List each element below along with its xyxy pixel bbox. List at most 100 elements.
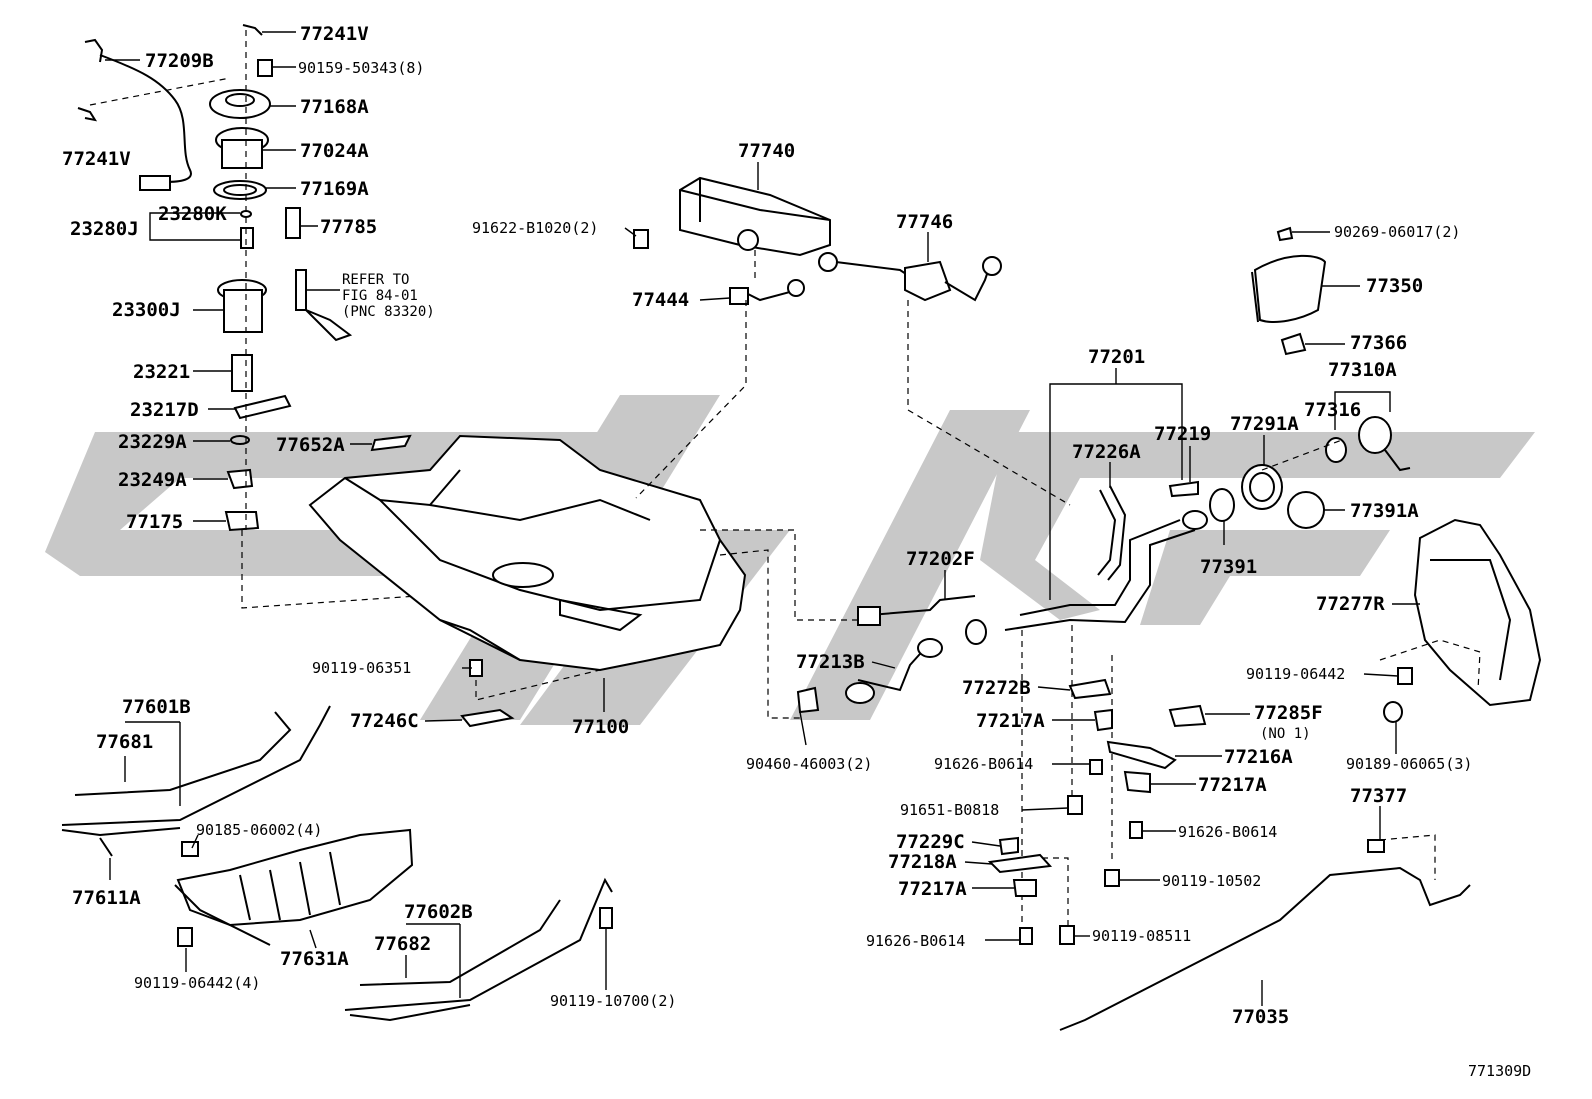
label-23229a: 23229A	[118, 431, 187, 453]
canister-group	[633, 176, 831, 499]
shield-ridge	[1430, 559, 1512, 681]
label-77175: 77175	[126, 511, 183, 533]
part-77175	[224, 511, 260, 532]
label-77272b: 77272B	[962, 677, 1031, 699]
part-23249a	[226, 468, 254, 490]
label-91651: 91651-B0818	[900, 801, 999, 819]
bracket-77246c	[460, 708, 515, 728]
gasket-inner	[223, 184, 257, 196]
protector-77631a	[176, 828, 414, 927]
label-23300j: 23300J	[112, 299, 181, 321]
clip-77241v-left	[77, 107, 98, 122]
label-77024a: 77024A	[300, 140, 369, 162]
hose-end-77444	[787, 279, 805, 297]
tube-connector	[139, 175, 171, 191]
hose-end-77213b-top	[917, 638, 943, 658]
fuel-pump-group	[77, 24, 521, 609]
valve-end-right	[982, 256, 1002, 276]
label-23280j: 23280J	[70, 218, 139, 240]
label-77209b: 77209B	[145, 50, 214, 72]
label-77217a-3: 77217A	[898, 878, 967, 900]
label-90119-10502: 90119-10502	[1162, 872, 1261, 890]
bolt-91626-3	[1019, 927, 1033, 945]
label-90119-08511: 90119-08511	[1092, 927, 1191, 945]
label-77631a: 77631A	[280, 948, 349, 970]
pin-77611a	[99, 837, 113, 857]
leader-lines	[105, 31, 1420, 1006]
retainer-77168a	[209, 89, 271, 119]
bracket-77377	[1367, 839, 1385, 853]
pad-77652a	[370, 434, 412, 452]
clamp-77217a-1	[1093, 708, 1113, 732]
pump-23221	[231, 354, 253, 392]
label-90119-06442-4: 90119-06442(4)	[134, 974, 260, 992]
seal-77391	[1209, 488, 1235, 522]
pump-body-lower	[223, 289, 263, 333]
dash-valve-filler	[907, 300, 1071, 506]
label-23217d: 23217D	[130, 399, 199, 421]
brackets-group	[987, 678, 1207, 945]
label-91626-1: 91626-B0614	[934, 755, 1033, 773]
label-77377: 77377	[1350, 785, 1407, 807]
band-77681	[74, 711, 292, 796]
bolt-90119-10700	[599, 907, 613, 929]
dash-clip	[89, 77, 231, 106]
pump-cap-body	[221, 139, 263, 169]
valve-end-left	[818, 252, 838, 272]
label-90185: 90185-06002(4)	[196, 821, 322, 839]
label-77213b: 77213B	[796, 651, 865, 673]
band-77601b-end	[61, 827, 181, 837]
gasket-77169a	[213, 180, 267, 200]
label-77601b: 77601B	[122, 696, 191, 718]
tank-pump-opening	[492, 562, 554, 588]
bolt-91626-2	[1129, 821, 1143, 839]
band-77682	[359, 899, 561, 986]
part-labels: 77241V 77209B 90159-50343(8) 77168A 7724…	[62, 23, 1531, 1080]
label-77746: 77746	[896, 211, 953, 233]
label-77310a: 77310A	[1328, 359, 1397, 381]
label-77168a: 77168A	[300, 96, 369, 118]
label-77217a-2: 77217A	[1198, 774, 1267, 796]
note-line-2: FIG 84-01	[342, 288, 418, 304]
clamp-77217a-3	[1012, 879, 1037, 897]
dash-cap	[1261, 439, 1343, 471]
bolt-90119-06442-4	[177, 927, 193, 947]
filler-pipe-group	[700, 383, 1411, 930]
label-90460: 90460-46003(2)	[746, 755, 872, 773]
bracket-77218a	[987, 853, 1053, 874]
label-77277r: 77277R	[1316, 593, 1385, 615]
label-77681: 77681	[96, 731, 153, 753]
valve-body	[904, 260, 952, 302]
hose-end-77202f	[857, 606, 881, 626]
label-23221: 23221	[133, 361, 190, 383]
label-77226a: 77226A	[1072, 441, 1141, 463]
filler-pipe-outer	[1004, 529, 1196, 631]
shield-77277r	[1413, 518, 1542, 707]
retainer-inner	[225, 93, 255, 107]
bracket-77272b	[1068, 678, 1112, 700]
canister-77740	[679, 176, 831, 257]
label-90189: 90189-06065(3)	[1346, 755, 1472, 773]
label-90119-06351: 90119-06351	[312, 659, 411, 677]
filler-pipe-main	[1019, 519, 1181, 616]
spring-77366	[1280, 332, 1307, 356]
bolt-90119-08511	[1059, 925, 1075, 945]
label-77366: 77366	[1350, 332, 1407, 354]
label-90119-10700: 90119-10700(2)	[550, 992, 676, 1010]
bracket-77310a	[1334, 391, 1391, 430]
hose-77202f	[869, 595, 976, 616]
label-23280k: 23280K	[158, 203, 227, 225]
label-77217a-1: 77217A	[976, 710, 1045, 732]
dash-cable	[1379, 834, 1436, 880]
label-90269: 90269-06017(2)	[1334, 223, 1460, 241]
label-77218a: 77218A	[888, 851, 957, 873]
hose-clamp	[965, 619, 987, 645]
hose-77213b	[857, 644, 929, 692]
label-77246c: 77246C	[350, 710, 419, 732]
label-77316: 77316	[1304, 399, 1361, 421]
label-77652a: 77652A	[276, 434, 345, 456]
right-side-parts	[1059, 226, 1542, 1031]
fuel-tank-77100	[308, 434, 747, 672]
label-77602b: 77602B	[404, 901, 473, 923]
